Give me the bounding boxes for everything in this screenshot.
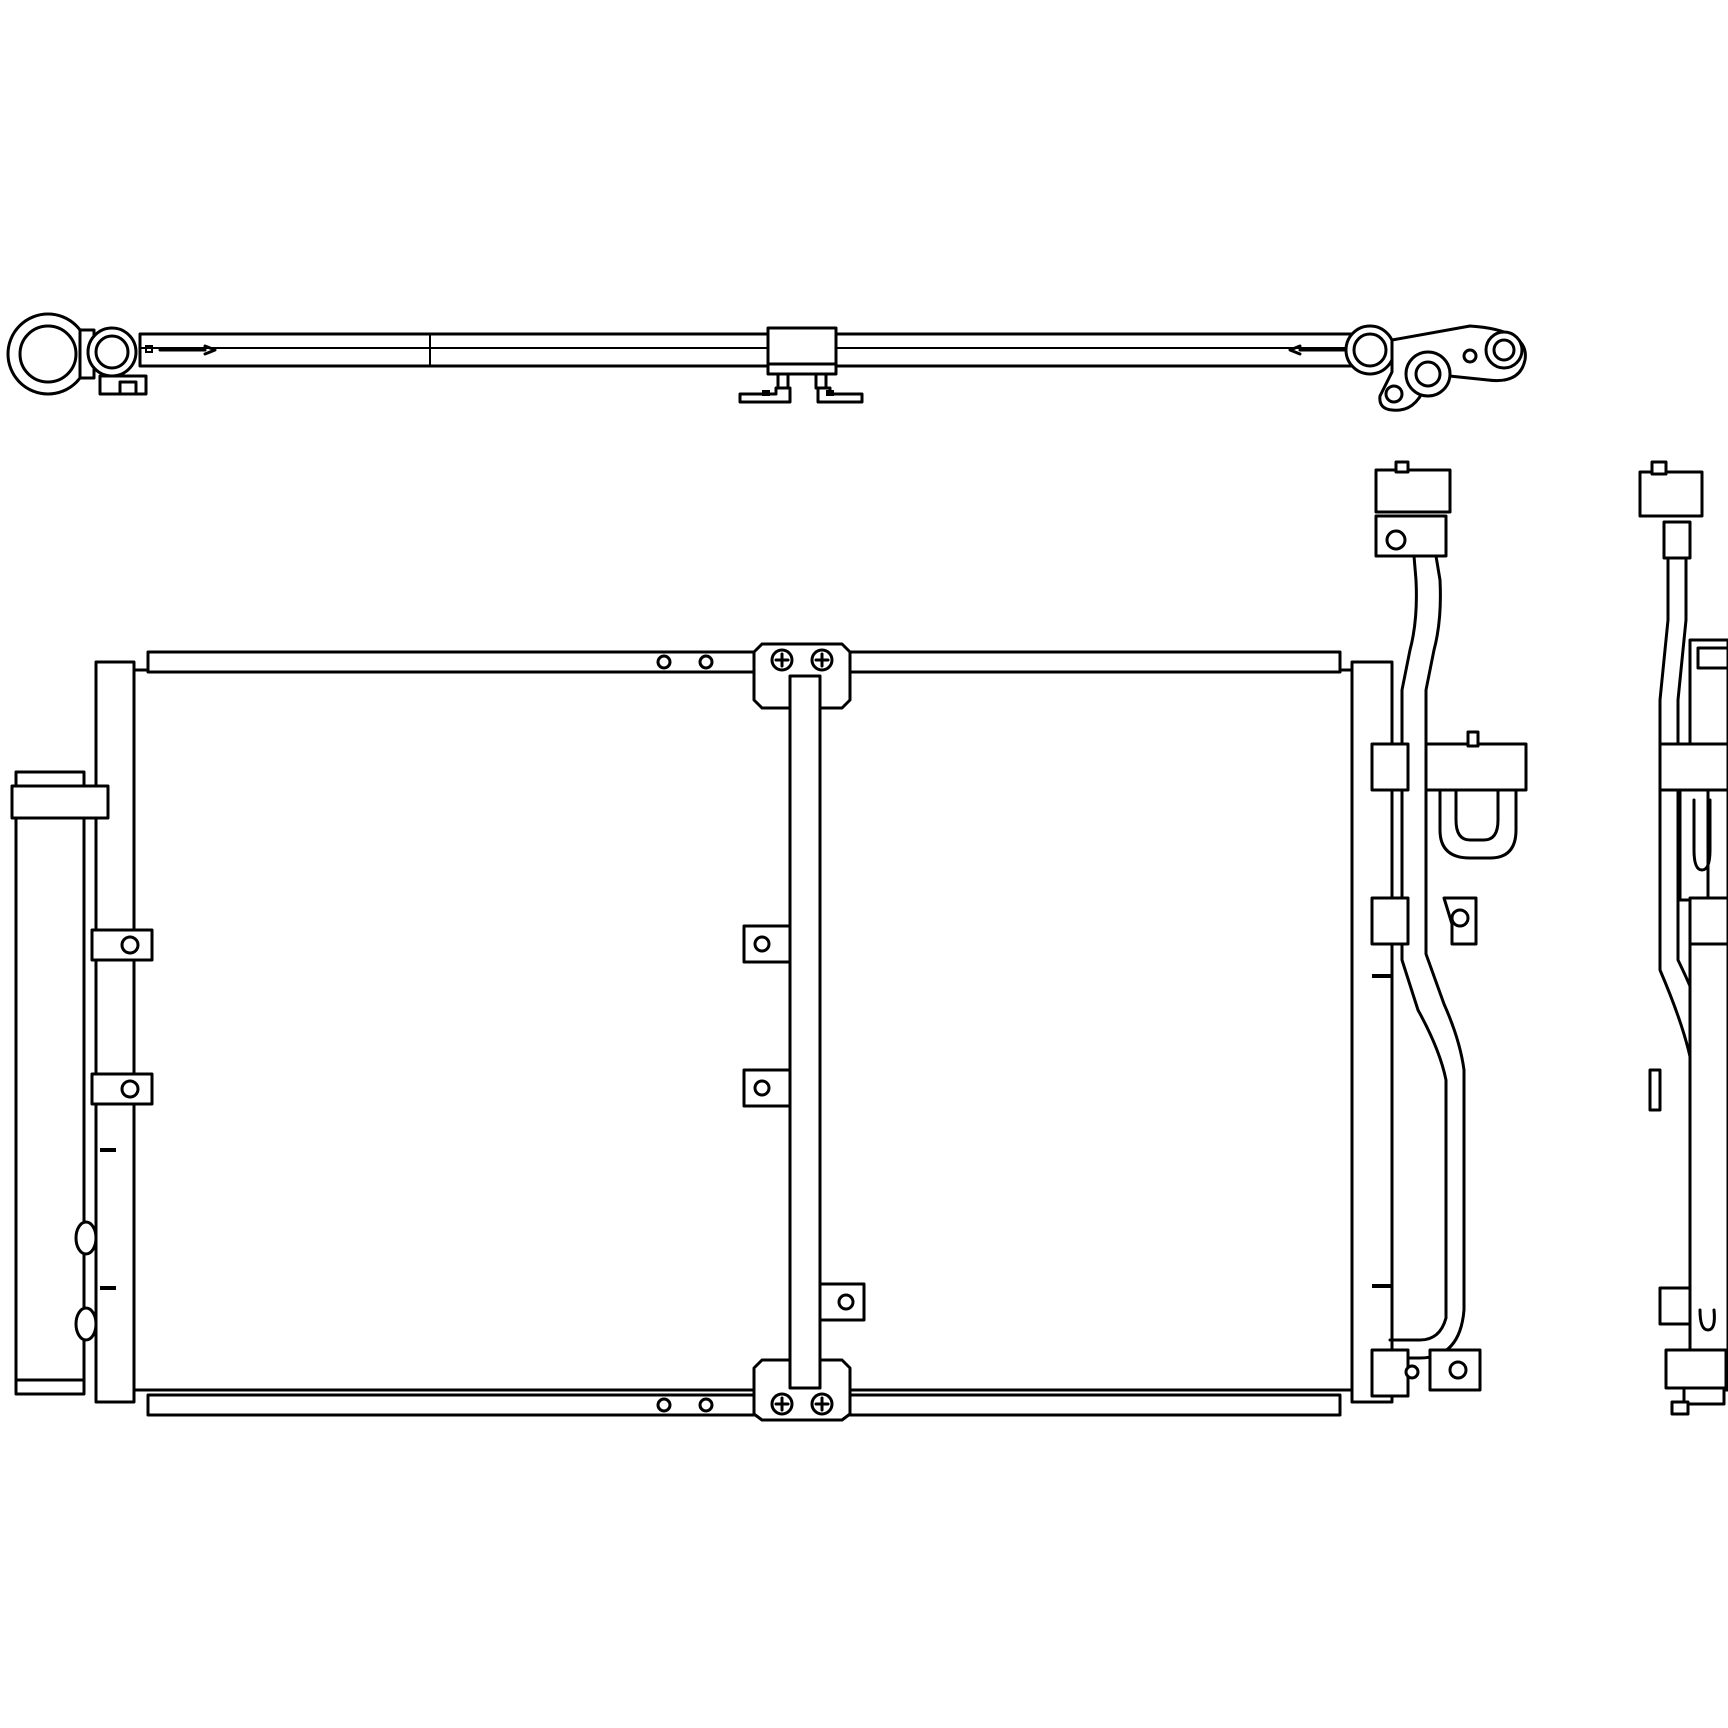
top-view-left-fitting xyxy=(6,312,217,396)
side-view-fitting xyxy=(1638,470,1704,518)
top-view-bar xyxy=(138,332,1362,368)
receiver-drier xyxy=(10,770,110,1396)
top-rail xyxy=(146,650,1342,674)
front-view xyxy=(10,460,1528,1422)
top-view-right-fitting xyxy=(1288,324,1527,412)
bolt-icon xyxy=(770,648,834,1416)
center-bracket xyxy=(742,642,866,1422)
side-view xyxy=(1638,460,1728,1416)
right-pipework xyxy=(1370,460,1528,1398)
left-header-tank xyxy=(94,660,136,1404)
top-view-center-bracket xyxy=(738,326,864,404)
top-view xyxy=(6,312,1527,412)
bottom-rail xyxy=(146,1393,1342,1417)
condenser-core xyxy=(132,668,1354,1392)
